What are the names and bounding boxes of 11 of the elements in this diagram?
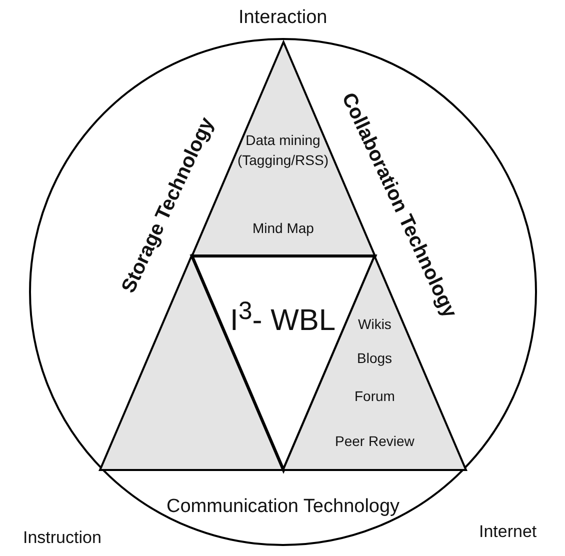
term-label: Mind Map — [252, 219, 314, 238]
center-label: I$^{3}$- WBL — [230, 296, 336, 339]
region-label: Instruction — [23, 528, 102, 548]
region-label: Internet — [479, 522, 537, 542]
term-label: Peer Review — [335, 432, 414, 451]
region-label: Interaction — [238, 7, 328, 29]
term-label: Forum — [354, 387, 395, 406]
region-label: Communication Technology — [166, 496, 400, 518]
term-label: Wikis — [358, 315, 392, 334]
term-label: Blogs — [357, 349, 392, 368]
term-label: Data mining (Tagging/RSS) — [236, 130, 330, 170]
